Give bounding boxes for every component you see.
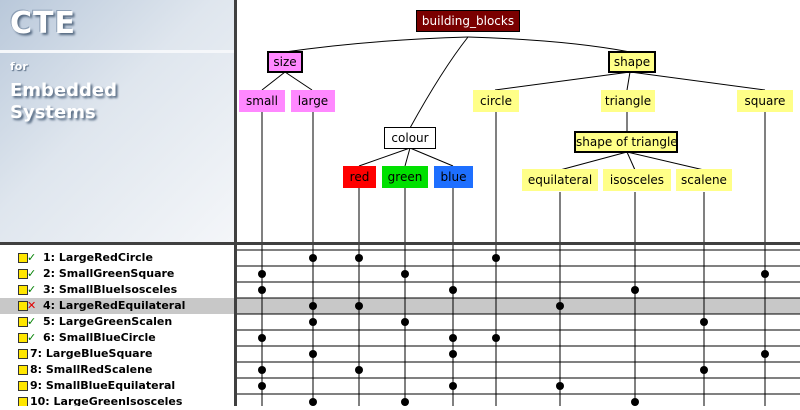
classification-tree: building_blocks size small large colour … bbox=[237, 0, 800, 242]
class-circle[interactable]: circle bbox=[473, 90, 519, 112]
class-scalene[interactable]: scalene bbox=[676, 169, 732, 191]
test-case-label: 9: SmallBlueEquilateral bbox=[30, 379, 176, 392]
class-red[interactable]: red bbox=[343, 166, 376, 188]
matrix-mark-blue bbox=[449, 334, 457, 342]
classification-colour[interactable]: colour bbox=[384, 127, 436, 149]
test-case-row[interactable]: ✓ 6: SmallBlueCircle bbox=[0, 330, 234, 346]
check-icon: ✓ bbox=[27, 315, 37, 328]
classification-shape-of-triangle[interactable]: shape of triangle bbox=[574, 131, 678, 153]
test-case-label: 7: LargeBlueSquare bbox=[30, 347, 153, 360]
test-case-icon bbox=[18, 301, 28, 311]
matrix-mark-equilateral bbox=[556, 302, 564, 310]
test-case-row[interactable]: ✓ 5: LargeGreenScalen bbox=[0, 314, 234, 330]
matrix-mark-red bbox=[355, 254, 363, 262]
matrix-mark-green bbox=[401, 318, 409, 326]
class-small[interactable]: small bbox=[239, 90, 285, 112]
matrix-mark-blue bbox=[449, 382, 457, 390]
test-case-label: 5: LargeGreenScalen bbox=[43, 315, 173, 328]
matrix-mark-small bbox=[258, 334, 266, 342]
test-case-label: 8: SmallRedScalene bbox=[30, 363, 153, 376]
matrix-mark-scalene bbox=[700, 366, 708, 374]
matrix-mark-circle bbox=[492, 334, 500, 342]
test-case-icon bbox=[18, 253, 28, 263]
matrix-mark-large bbox=[309, 398, 317, 406]
logo-subtitle-line1: Embedded bbox=[10, 80, 118, 101]
test-case-label: 1: LargeRedCircle bbox=[43, 251, 153, 264]
test-case-row[interactable]: ✓ 1: LargeRedCircle bbox=[0, 250, 234, 266]
test-case-row[interactable]: 7: LargeBlueSquare bbox=[0, 346, 234, 362]
class-isosceles[interactable]: isosceles bbox=[603, 169, 671, 191]
test-case-label: 10: LargeGreenIsosceles bbox=[30, 395, 183, 406]
matrix-mark-small bbox=[258, 382, 266, 390]
classification-shape[interactable]: shape bbox=[608, 51, 656, 73]
test-case-row[interactable]: 9: SmallBlueEquilateral bbox=[0, 378, 234, 394]
test-case-row[interactable]: ✓ 2: SmallGreenSquare bbox=[0, 266, 234, 282]
tree-connectors bbox=[261, 36, 766, 242]
test-case-label: 3: SmallBlueIsosceles bbox=[43, 283, 178, 296]
logo-subtitle-line2: Systems bbox=[10, 102, 96, 123]
test-case-icon bbox=[18, 365, 28, 375]
check-icon: ✓ bbox=[27, 267, 37, 280]
test-case-row[interactable]: ✓ 3: SmallBlueIsosceles bbox=[0, 282, 234, 298]
class-large[interactable]: large bbox=[291, 90, 335, 112]
matrix-mark-large bbox=[309, 302, 317, 310]
test-case-label: 4: LargeRedEquilateral bbox=[43, 299, 186, 312]
cross-icon: ✕ bbox=[27, 299, 37, 312]
logo-title: CTE bbox=[10, 6, 76, 41]
matrix-mark-blue bbox=[449, 286, 457, 294]
test-case-icon bbox=[18, 381, 28, 391]
combination-matrix bbox=[237, 245, 800, 410]
logo-panel: CTE for Embedded Systems bbox=[0, 0, 235, 242]
matrix-mark-square bbox=[761, 350, 769, 358]
check-icon: ✓ bbox=[27, 283, 37, 296]
check-icon: ✓ bbox=[27, 331, 37, 344]
test-case-label: 2: SmallGreenSquare bbox=[43, 267, 175, 280]
classification-size[interactable]: size bbox=[267, 51, 303, 73]
matrix-mark-green bbox=[401, 270, 409, 278]
test-case-icon bbox=[18, 333, 28, 343]
test-case-icon bbox=[18, 397, 28, 406]
test-case-icon bbox=[18, 269, 28, 279]
class-green[interactable]: green bbox=[382, 166, 428, 188]
matrix-mark-small bbox=[258, 366, 266, 374]
test-case-icon bbox=[18, 317, 28, 327]
matrix-mark-small bbox=[258, 270, 266, 278]
matrix-mark-green bbox=[401, 398, 409, 406]
test-case-label: 6: SmallBlueCircle bbox=[43, 331, 156, 344]
matrix-mark-red bbox=[355, 302, 363, 310]
matrix-mark-blue bbox=[449, 350, 457, 358]
class-equilateral[interactable]: equilateral bbox=[522, 169, 598, 191]
root-node[interactable]: building_blocks bbox=[416, 10, 520, 32]
matrix-mark-square bbox=[761, 270, 769, 278]
matrix-mark-circle bbox=[492, 254, 500, 262]
test-case-icon bbox=[18, 349, 28, 359]
test-case-row[interactable]: 10: LargeGreenIsosceles bbox=[0, 394, 234, 406]
logo-for: for bbox=[10, 60, 28, 73]
matrix-mark-scalene bbox=[700, 318, 708, 326]
matrix-mark-isosceles bbox=[631, 398, 639, 406]
matrix-mark-equilateral bbox=[556, 382, 564, 390]
matrix-mark-small bbox=[258, 286, 266, 294]
vertical-splitter[interactable] bbox=[234, 0, 237, 406]
class-blue[interactable]: blue bbox=[434, 166, 473, 188]
matrix-grid[interactable] bbox=[237, 245, 800, 410]
matrix-mark-large bbox=[309, 318, 317, 326]
matrix-mark-isosceles bbox=[631, 286, 639, 294]
test-case-row[interactable]: 8: SmallRedScalene bbox=[0, 362, 234, 378]
check-icon: ✓ bbox=[27, 251, 37, 264]
matrix-mark-large bbox=[309, 350, 317, 358]
test-case-icon bbox=[18, 285, 28, 295]
class-triangle[interactable]: triangle bbox=[601, 90, 655, 112]
test-case-row[interactable]: ✕ 4: LargeRedEquilateral bbox=[0, 298, 234, 314]
logo-divider bbox=[0, 50, 234, 53]
horizontal-splitter[interactable] bbox=[0, 242, 800, 245]
test-case-list: ✓ 1: LargeRedCircle ✓ 2: SmallGreenSquare ✓ 3… bbox=[0, 245, 234, 406]
selected-row-highlight bbox=[237, 298, 800, 314]
matrix-mark-large bbox=[309, 254, 317, 262]
matrix-mark-red bbox=[355, 366, 363, 374]
class-square[interactable]: square bbox=[737, 90, 793, 112]
